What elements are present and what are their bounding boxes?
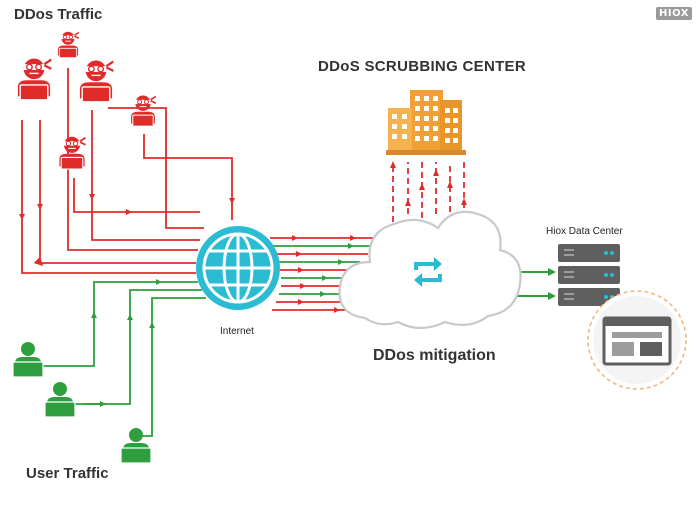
internet-to-cloud-arrows xyxy=(292,235,356,313)
mitigation-label: DDos mitigation xyxy=(373,347,496,364)
arrow-up xyxy=(149,322,155,328)
arrow-down xyxy=(19,214,25,220)
attack-line xyxy=(67,68,198,251)
server-icon xyxy=(558,244,620,306)
user-line xyxy=(134,297,206,437)
user-icon xyxy=(12,341,44,378)
attack-line xyxy=(33,120,196,267)
arrow-up xyxy=(91,312,97,318)
browser-window-icon xyxy=(587,290,687,390)
arrow-right xyxy=(156,279,162,285)
ddos-traffic-title: DDos Traffic xyxy=(14,6,103,23)
hiox-logo: HIOX xyxy=(656,7,692,20)
hacker-icon xyxy=(16,57,53,101)
attack-line xyxy=(21,120,196,274)
user-icon xyxy=(120,427,152,464)
internet-to-cloud-lines xyxy=(270,237,378,311)
hacker-icon xyxy=(58,135,87,171)
user-traffic-lines xyxy=(40,281,206,437)
arrow-down xyxy=(37,204,43,210)
hacker-icon xyxy=(78,59,115,103)
attack-line xyxy=(108,107,204,229)
attack-line xyxy=(91,110,200,241)
user-traffic-title: User Traffic xyxy=(26,465,109,482)
user-arrowheads xyxy=(91,279,162,407)
hacker-icon xyxy=(130,94,157,128)
user-line xyxy=(64,289,202,405)
clean-traffic-arrows xyxy=(548,268,556,300)
hacker-icon xyxy=(57,31,80,59)
arrow-down xyxy=(229,198,235,204)
user-icon xyxy=(44,381,76,418)
user-line xyxy=(40,281,198,367)
attack-line xyxy=(143,134,233,220)
mitigation-cloud xyxy=(338,210,522,330)
attack-traffic-lines xyxy=(21,68,233,274)
attack-line xyxy=(73,178,200,213)
arrow-right xyxy=(100,401,106,407)
hacker-icons xyxy=(16,31,157,171)
data-center-label: Hiox Data Center xyxy=(546,226,623,237)
scrubbing-arrowheads xyxy=(390,161,467,206)
building-icon xyxy=(386,90,466,155)
arrow-right xyxy=(126,209,132,215)
scrubbing-center-title: DDoS SCRUBBING CENTER xyxy=(318,58,526,75)
globe-icon xyxy=(196,226,280,310)
arrow-up xyxy=(127,314,133,320)
refresh-icon xyxy=(408,252,448,292)
arrow-down xyxy=(89,194,95,200)
internet-label: Internet xyxy=(220,326,254,337)
